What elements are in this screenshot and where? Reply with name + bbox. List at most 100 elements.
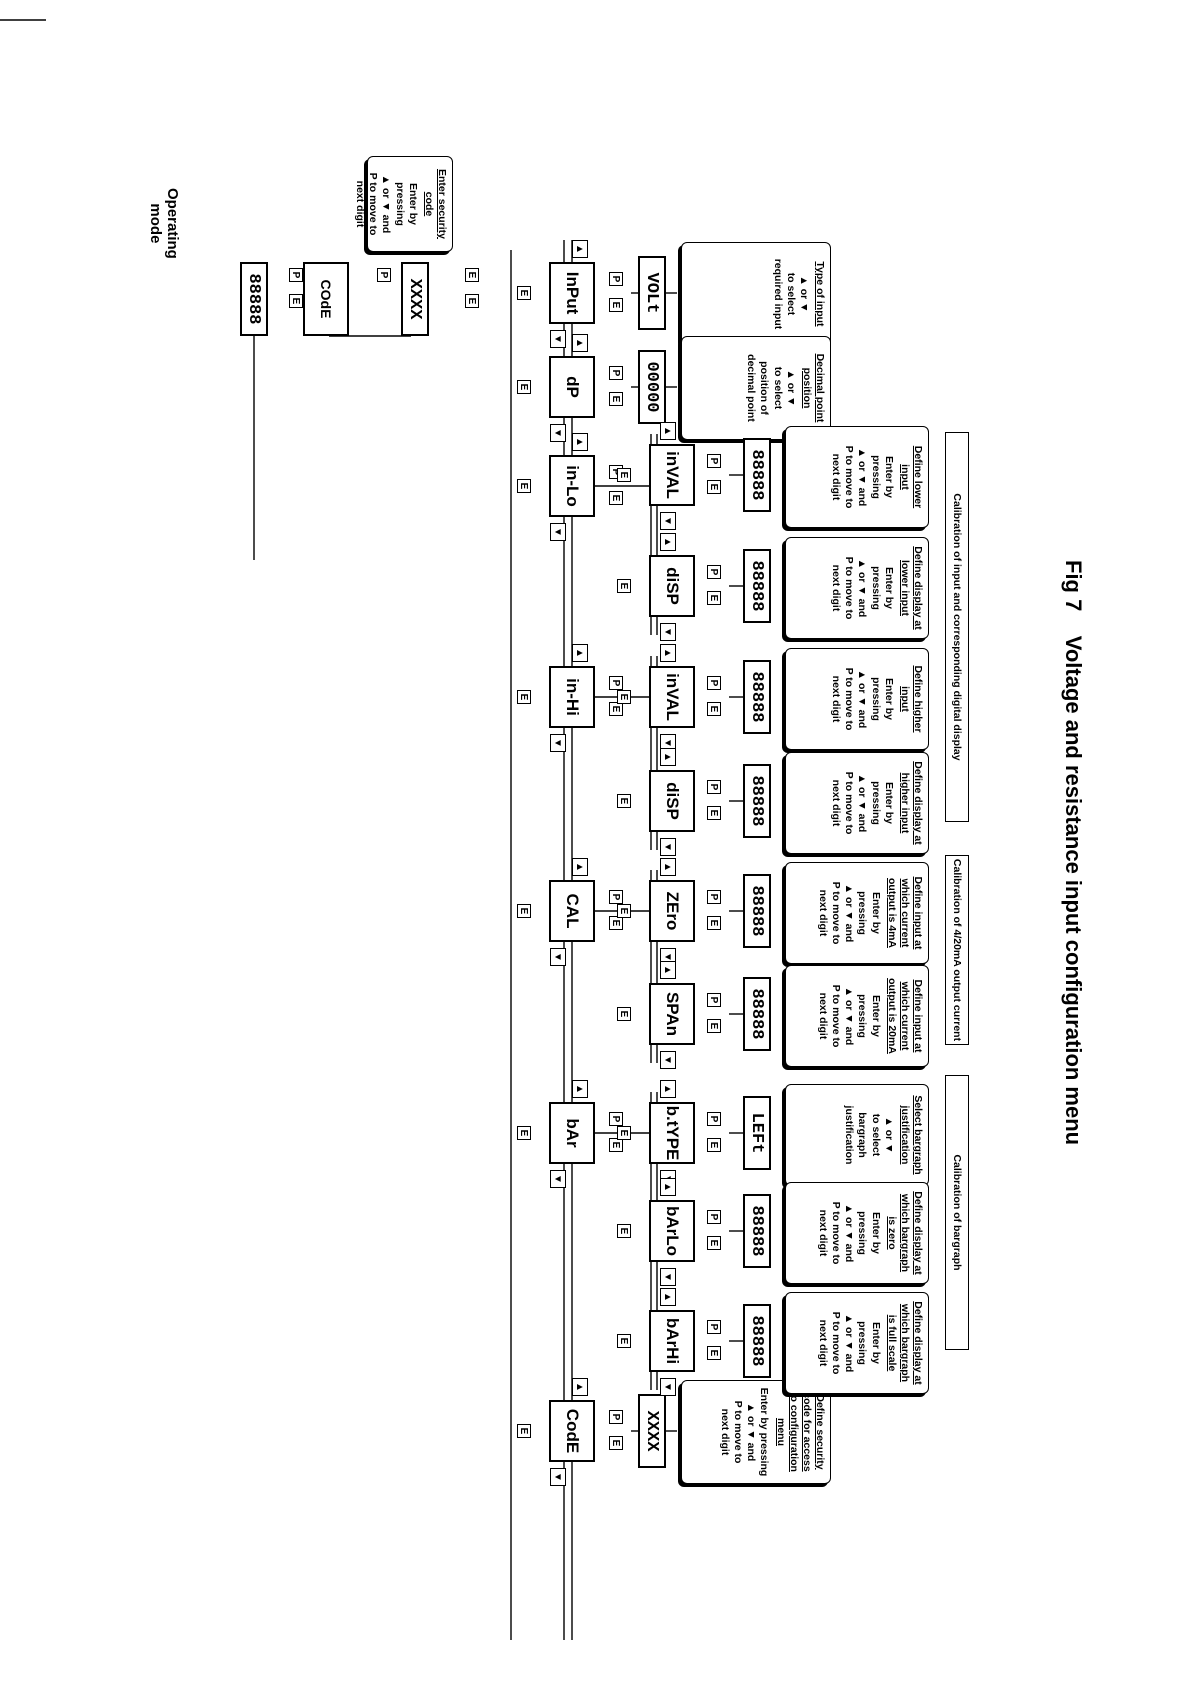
submenu-inval-2[interactable]: inVAL: [649, 444, 695, 506]
sub-value-3-1[interactable]: 88888: [743, 764, 771, 838]
e-key-sub-5-2[interactable]: E: [707, 1346, 721, 1360]
up-arrow-2[interactable]: ▲: [572, 433, 588, 451]
e-key-menu-0[interactable]: E: [609, 298, 623, 312]
p-key-sub-4-1[interactable]: P: [707, 993, 721, 1007]
menu-inlo[interactable]: in-Lo: [549, 455, 595, 517]
e-key-0[interactable]: E: [517, 286, 531, 300]
sub-value-5-1[interactable]: 88888: [743, 1194, 771, 1268]
value-1[interactable]: 00000: [638, 350, 666, 424]
up-arrow-0[interactable]: ▲: [572, 240, 588, 258]
up-arrow-sub-5-2[interactable]: ▲: [660, 1288, 676, 1306]
p-key-code-value[interactable]: P: [377, 268, 391, 282]
e-key-1[interactable]: E: [517, 380, 531, 394]
e-key-menu-3[interactable]: E: [609, 702, 623, 716]
e-key-sub-2-1[interactable]: E: [707, 591, 721, 605]
down-arrow-sub-2-0[interactable]: ▼: [660, 512, 676, 530]
e-key-2[interactable]: E: [517, 479, 531, 493]
down-arrow-1[interactable]: ▼: [550, 424, 566, 442]
e-key-sub-4-1[interactable]: E: [707, 1019, 721, 1033]
menu-cal[interactable]: CAL: [549, 880, 595, 942]
up-arrow-sub-4-1[interactable]: ▲: [660, 961, 676, 979]
sub-value-2-0[interactable]: 88888: [743, 438, 771, 512]
e-key-3[interactable]: E: [517, 690, 531, 704]
e-key-sub-back-3-0[interactable]: E: [617, 690, 631, 704]
p-key-menu-0[interactable]: P: [609, 272, 623, 286]
up-arrow-sub-2-0[interactable]: ▲: [660, 422, 676, 440]
e-key-5[interactable]: E: [517, 1126, 531, 1140]
up-arrow-sub-5-0[interactable]: ▲: [660, 1080, 676, 1098]
e-key-sub-back-4-1[interactable]: E: [617, 1007, 631, 1021]
e-key-menu-4[interactable]: E: [609, 916, 623, 930]
p-key-code[interactable]: P: [289, 268, 303, 282]
sub-value-5-0[interactable]: LEFt: [743, 1096, 771, 1170]
e-key-sub-5-1[interactable]: E: [707, 1236, 721, 1250]
p-key-menu-5[interactable]: P: [609, 1112, 623, 1126]
e-key-code[interactable]: E: [289, 294, 303, 308]
down-arrow-2[interactable]: ▼: [550, 523, 566, 541]
down-arrow-3[interactable]: ▼: [550, 734, 566, 752]
up-arrow-6[interactable]: ▲: [572, 1378, 588, 1396]
e-key-6[interactable]: E: [517, 1424, 531, 1438]
submenu-inval-3[interactable]: inVAL: [649, 666, 695, 728]
down-arrow-sub-4-1[interactable]: ▼: [660, 1051, 676, 1069]
submenu-barlo-5[interactable]: bArLo: [649, 1200, 695, 1262]
submenu-barhi-5[interactable]: bArHi: [649, 1310, 695, 1372]
p-key-sub-2-0[interactable]: P: [707, 454, 721, 468]
sub-value-5-2[interactable]: 88888: [743, 1304, 771, 1378]
p-key-sub-4-0[interactable]: P: [707, 890, 721, 904]
up-arrow-sub-2-1[interactable]: ▲: [660, 533, 676, 551]
e-key-menu-6[interactable]: E: [609, 1436, 623, 1450]
e-key-sub-back-5-0[interactable]: E: [617, 1126, 631, 1140]
e-key-sub-back-5-1[interactable]: E: [617, 1224, 631, 1238]
menu-inhi[interactable]: in-Hi: [549, 666, 595, 728]
e-key-menu-5[interactable]: E: [609, 1138, 623, 1152]
e-key-xxxx[interactable]: E: [465, 268, 479, 282]
value-0[interactable]: VOLt: [638, 256, 666, 330]
e-key-sub-back-2-1[interactable]: E: [617, 579, 631, 593]
p-key-menu-1[interactable]: P: [609, 366, 623, 380]
e-key-menu-2[interactable]: E: [609, 491, 623, 505]
down-arrow-6[interactable]: ▼: [550, 1468, 566, 1486]
p-key-sub-3-1[interactable]: P: [707, 780, 721, 794]
up-arrow-1[interactable]: ▲: [572, 334, 588, 352]
down-arrow-0[interactable]: ▼: [550, 330, 566, 348]
p-key-sub-5-2[interactable]: P: [707, 1320, 721, 1334]
sub-value-3-0[interactable]: 88888: [743, 660, 771, 734]
e-key-sub-back-3-1[interactable]: E: [617, 794, 631, 808]
value-6[interactable]: XXXX: [638, 1394, 666, 1468]
e-key-sub-2-0[interactable]: E: [707, 480, 721, 494]
menu-dp[interactable]: dP: [549, 356, 595, 418]
p-key-sub-5-1[interactable]: P: [707, 1210, 721, 1224]
submenu-disp-2[interactable]: diSP: [649, 555, 695, 617]
down-arrow-sub-5-1[interactable]: ▼: [660, 1268, 676, 1286]
p-key-menu-4[interactable]: P: [609, 890, 623, 904]
e-key-sub-3-1[interactable]: E: [707, 806, 721, 820]
down-arrow-4[interactable]: ▼: [550, 948, 566, 966]
p-key-sub-3-0[interactable]: P: [707, 676, 721, 690]
down-arrow-sub-3-1[interactable]: ▼: [660, 838, 676, 856]
down-arrow-sub-5-2[interactable]: ▼: [660, 1378, 676, 1396]
p-key-menu-3[interactable]: P: [609, 676, 623, 690]
up-arrow-sub-4-0[interactable]: ▲: [660, 858, 676, 876]
p-key-menu-6[interactable]: P: [609, 1410, 623, 1424]
up-arrow-sub-3-1[interactable]: ▲: [660, 748, 676, 766]
e-key-xxxx-2[interactable]: E: [465, 294, 479, 308]
submenu-zero-4[interactable]: ZEro: [649, 880, 695, 942]
e-key-sub-back-4-0[interactable]: E: [617, 904, 631, 918]
up-arrow-3[interactable]: ▲: [572, 644, 588, 662]
sub-value-2-1[interactable]: 88888: [743, 549, 771, 623]
submenu-btype-5[interactable]: b.tYPE: [649, 1102, 695, 1164]
up-arrow-sub-3-0[interactable]: ▲: [660, 644, 676, 662]
e-key-sub-back-5-2[interactable]: E: [617, 1334, 631, 1348]
e-key-sub-3-0[interactable]: E: [707, 702, 721, 716]
menu-input[interactable]: InPut: [549, 262, 595, 324]
up-arrow-4[interactable]: ▲: [572, 858, 588, 876]
menu-code[interactable]: CodE: [549, 1400, 595, 1462]
up-arrow-5[interactable]: ▲: [572, 1080, 588, 1098]
sub-value-4-1[interactable]: 88888: [743, 977, 771, 1051]
down-arrow-sub-2-1[interactable]: ▼: [660, 623, 676, 641]
p-key-sub-5-0[interactable]: P: [707, 1112, 721, 1126]
e-key-sub-back-2-0[interactable]: E: [617, 468, 631, 482]
p-key-sub-2-1[interactable]: P: [707, 565, 721, 579]
down-arrow-5[interactable]: ▼: [550, 1170, 566, 1188]
